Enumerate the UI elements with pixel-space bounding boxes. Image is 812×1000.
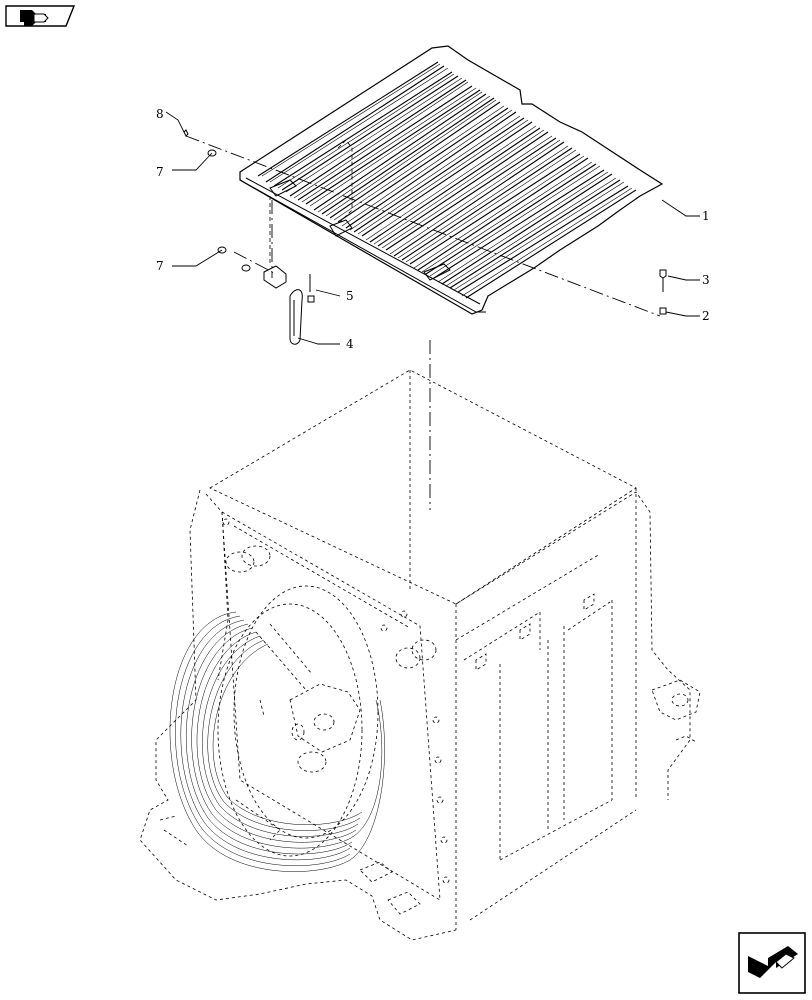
back-arrow-icon: [5, 5, 76, 27]
forward-arrow-icon: [738, 932, 806, 994]
leader-lines: [165, 111, 700, 345]
callout-4: 4: [346, 337, 354, 351]
previous-page-button[interactable]: [4, 4, 76, 28]
callout-2: 2: [702, 309, 710, 323]
fan-shroud-wrap: [169, 611, 385, 872]
callout-8: 8: [156, 107, 164, 121]
filter-screen-part: [239, 45, 664, 315]
hardware-parts: [183, 129, 667, 345]
next-page-button[interactable]: [738, 932, 806, 994]
callout-5: 5: [346, 289, 354, 303]
callout-3: 3: [702, 273, 710, 287]
callout-7-upper: 7: [156, 165, 164, 179]
callout-7-lower: 7: [156, 259, 164, 273]
callout-labels: 8 7 7 5 4 1 3 2: [156, 107, 710, 351]
callout-1: 1: [702, 209, 710, 223]
radiator-housing: [139, 369, 701, 941]
assembly-center-lines: [185, 135, 661, 510]
